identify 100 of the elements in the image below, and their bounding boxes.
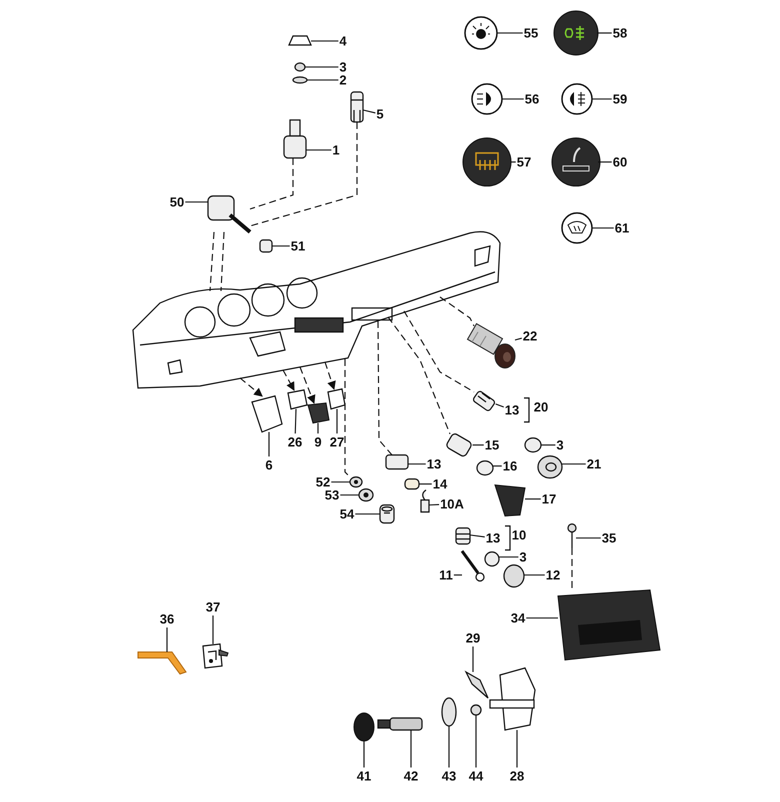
callout-number: 61 [614, 220, 630, 236]
callout-number: 54 [340, 506, 354, 522]
bulb-drawing [404, 478, 420, 490]
dashed-line [250, 158, 294, 210]
callout-number: 55 [524, 26, 538, 40]
leader-line [470, 534, 485, 538]
callout-number: 13 [486, 530, 500, 546]
callout-number: 44 [468, 768, 484, 784]
leader-line [592, 227, 614, 229]
callout-number: 52 [316, 474, 330, 490]
dashed-line [209, 232, 215, 292]
leader-line [408, 463, 426, 465]
callout-number: 10A [440, 496, 464, 512]
dashed-line [571, 548, 573, 590]
callout-number: 21 [586, 456, 602, 472]
leader-line [454, 574, 462, 576]
leader-line [516, 730, 518, 768]
leader-line [419, 483, 432, 485]
rotary-switch-drawing [207, 195, 252, 234]
callout-number: 41 [356, 768, 372, 784]
leader-line [448, 726, 450, 768]
dashboard-drawing [132, 231, 501, 389]
dashed-line [388, 316, 450, 434]
leader-line [597, 32, 612, 34]
leader-line [524, 574, 545, 576]
dashed-line [240, 378, 263, 397]
callout-number: 57 [516, 154, 532, 170]
dashed-line [299, 366, 316, 404]
nut-drawing [358, 488, 374, 502]
leader-line [525, 498, 541, 500]
callout-number: 42 [404, 768, 418, 784]
bushing-drawing [524, 437, 542, 453]
dashed-line [377, 321, 392, 456]
callout-number: 53 [324, 488, 340, 502]
leader-line [514, 338, 522, 341]
cigarette-switch-icon [552, 138, 600, 186]
washer-drawing [292, 76, 308, 84]
leader-line [268, 432, 270, 456]
callout-number: 14 [432, 476, 448, 492]
leader-line [212, 616, 214, 644]
leader-line [472, 646, 474, 672]
leader-line [497, 32, 523, 34]
lens-drawing [379, 504, 395, 524]
washer-drawing [470, 704, 482, 716]
bulb-socket-drawing [385, 454, 409, 470]
leader-line [410, 730, 412, 768]
switch-drawing [251, 395, 283, 433]
screw-drawing [567, 523, 577, 548]
rear-defrost-switch-icon [462, 138, 512, 186]
leader-line [272, 245, 290, 247]
dashed-line [282, 370, 295, 391]
callout-number: 59 [612, 92, 628, 106]
callout-number: 34 [510, 610, 526, 626]
callout-number: 3 [519, 550, 527, 564]
door-switch-drawing [455, 527, 471, 545]
callout-number: 37 [206, 600, 220, 614]
fog-light-switch-icon [554, 10, 598, 56]
callout-number: 9 [314, 434, 322, 450]
callout-number: 58 [612, 26, 628, 40]
leader-line [502, 98, 524, 100]
leader-line [311, 40, 338, 42]
bushing-drawing [484, 551, 500, 567]
sleeve-drawing [259, 239, 273, 253]
bushing-drawing [294, 62, 306, 72]
nut-drawing [349, 476, 363, 488]
leader-line [294, 408, 297, 434]
grommet-drawing [537, 455, 563, 479]
grommet-drawing [503, 564, 525, 588]
leader-line [562, 463, 586, 465]
bracket-drawing [138, 652, 187, 675]
leader-line [495, 403, 504, 408]
cap-drawing [494, 484, 526, 517]
leader-line [306, 149, 332, 151]
cap-drawing [288, 35, 312, 46]
leader-line [166, 628, 168, 652]
callout-number: 22 [522, 328, 538, 344]
callout-number: 29 [466, 630, 480, 646]
leader-line [362, 109, 376, 114]
leader-line [331, 481, 350, 483]
clip-drawing [202, 643, 229, 669]
callout-number: 6 [265, 458, 273, 472]
callout-number: 36 [160, 612, 174, 626]
callout-number: 56 [524, 92, 540, 106]
leader-line [363, 741, 365, 768]
windshield-defrost-switch-icon [561, 212, 593, 244]
callout-number: 51 [290, 238, 306, 254]
connector-drawing [420, 489, 430, 513]
plunger-drawing [460, 550, 485, 582]
callout-number: 1 [332, 142, 340, 158]
callout-number: 13 [426, 456, 442, 472]
relay-drawing [557, 589, 661, 661]
leader-line [541, 444, 556, 446]
callout-number: 43 [442, 768, 456, 784]
leader-line [305, 66, 338, 68]
relay-drawing [489, 667, 536, 731]
leader-line [340, 494, 359, 496]
callout-number: 2 [339, 72, 347, 88]
headlight-switch-icon [471, 83, 503, 115]
leader-line [511, 161, 516, 163]
leader-line [475, 715, 477, 768]
